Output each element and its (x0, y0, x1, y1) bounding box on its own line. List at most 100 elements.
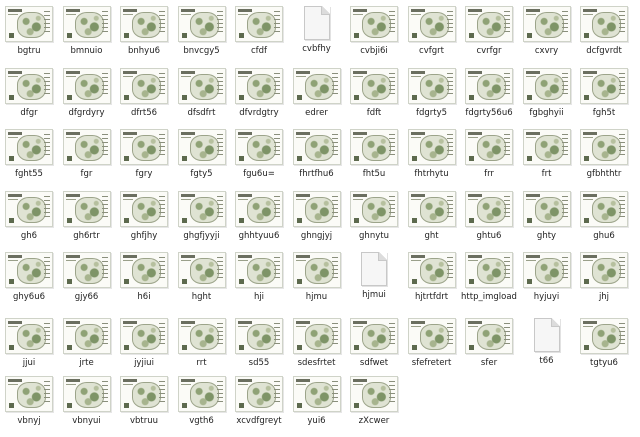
document-file-icon (361, 252, 387, 286)
image-thumbnail-icon (465, 67, 513, 104)
file-item[interactable]: gh6 (0, 190, 58, 251)
file-item[interactable]: tgtyu6 (575, 317, 633, 378)
file-item[interactable]: hjmui (345, 252, 403, 312)
file-item[interactable]: edrer (288, 67, 346, 128)
file-item[interactable]: hjmu (288, 252, 346, 312)
file-item[interactable]: ghu6 (575, 190, 633, 251)
image-thumbnail-icon (522, 6, 571, 42)
file-name-label: bnhyu6 (128, 46, 160, 56)
file-item[interactable]: dfgrdyry (58, 67, 116, 128)
file-item[interactable]: zXcwer (345, 376, 403, 436)
file-item[interactable]: t66 (518, 317, 576, 378)
file-item[interactable]: dfvrdgtry (230, 67, 288, 128)
file-item[interactable]: fhtrhytu (403, 129, 461, 189)
file-name-label: dfrt56 (130, 107, 158, 118)
file-name-label: hjmu (305, 292, 328, 302)
file-item[interactable]: fdgrty56u6 (460, 67, 518, 128)
file-item[interactable]: yui6 (288, 376, 346, 436)
file-item[interactable]: vbnyj (0, 376, 58, 436)
file-name-label: fgty5 (190, 169, 213, 179)
file-item[interactable]: sdesfrtet (288, 317, 346, 378)
file-item[interactable]: dfgr (0, 67, 58, 128)
file-item[interactable]: cfdf (230, 6, 288, 66)
file-item[interactable]: fdft (345, 67, 403, 128)
file-item[interactable]: cvrfgr (460, 6, 518, 66)
file-name-label: jhj (598, 292, 610, 302)
file-item[interactable]: hjtrtfdrt (403, 252, 461, 312)
file-item[interactable]: vgth6 (173, 376, 231, 436)
file-name-label: cxvry (534, 46, 559, 56)
image-thumbnail-icon (235, 67, 283, 104)
file-item[interactable]: sdfwet (345, 317, 403, 378)
file-item[interactable]: ght (403, 190, 461, 251)
image-thumbnail-icon (235, 252, 283, 288)
file-item[interactable]: gfbhthtr (575, 129, 633, 189)
file-name-label: vbnyj (17, 416, 41, 426)
image-thumbnail-icon (62, 129, 111, 165)
file-item[interactable]: cvbji6i (345, 6, 403, 66)
file-item[interactable]: sd55 (230, 317, 288, 378)
file-item[interactable]: fgr (58, 129, 116, 189)
file-item[interactable]: fgbghyii (518, 67, 576, 128)
file-item[interactable]: hght (173, 252, 231, 312)
file-item[interactable]: hyjuyi (518, 252, 576, 312)
file-item[interactable]: http_imgload (460, 252, 518, 312)
image-thumbnail-icon (350, 376, 398, 412)
file-item[interactable]: jyjiui (115, 317, 173, 378)
file-item[interactable]: fgry (115, 129, 173, 189)
file-item[interactable]: sfer (460, 317, 518, 378)
file-item[interactable]: ghty (518, 190, 576, 251)
file-item[interactable]: fhrtfhu6 (288, 129, 346, 189)
file-item[interactable]: fht5u (345, 129, 403, 189)
file-item[interactable]: rrt (173, 317, 231, 378)
document-file-icon (303, 6, 330, 40)
file-item[interactable]: xcvdfgreyt (230, 376, 288, 436)
image-thumbnail-icon (292, 317, 341, 354)
file-item[interactable]: ghgfjyyji (173, 190, 231, 251)
file-item[interactable]: sfefretert (403, 317, 461, 378)
file-item[interactable]: ghngjyj (288, 190, 346, 251)
file-item[interactable]: ghy6u6 (0, 252, 58, 312)
file-item[interactable]: fght55 (0, 129, 58, 189)
file-name-label: ght (424, 230, 439, 241)
file-item[interactable]: cvbfhy (288, 6, 346, 66)
file-item[interactable]: gjy66 (58, 252, 116, 312)
file-item[interactable]: bnhyu6 (115, 6, 173, 66)
file-name-label: dcfgvrdt (586, 46, 622, 56)
file-item[interactable]: fgu6u= (230, 129, 288, 189)
file-item[interactable]: dfsdfrt (173, 67, 231, 128)
file-name-label: gh6rtr (73, 230, 100, 241)
file-item[interactable]: jrte (58, 317, 116, 378)
file-item[interactable]: bnvcgy5 (173, 6, 231, 66)
file-name-label: dfgrdyry (68, 107, 105, 118)
file-item[interactable]: gh6rtr (58, 190, 116, 251)
file-name-label: ghty (536, 230, 557, 241)
file-item[interactable]: hji (230, 252, 288, 312)
file-item[interactable]: ghhtyuu6 (230, 190, 288, 251)
file-item[interactable]: jjui (0, 317, 58, 378)
file-item[interactable]: bmnuio (58, 6, 116, 66)
file-item[interactable]: dfrt56 (115, 67, 173, 128)
file-item[interactable]: ghnytu (345, 190, 403, 251)
file-item[interactable]: cxvry (518, 6, 576, 66)
file-item[interactable]: ghfjhy (115, 190, 173, 251)
file-item[interactable]: dcfgvrdt (575, 6, 633, 66)
image-thumbnail-icon (580, 252, 628, 288)
image-thumbnail-icon (465, 252, 513, 288)
file-name-label: dfvrdgtry (239, 107, 279, 118)
file-item[interactable]: vbnyui (58, 376, 116, 436)
file-item[interactable]: cvfgrt (403, 6, 461, 66)
file-item[interactable]: vbtruu (115, 376, 173, 436)
file-item[interactable]: ghtu6 (460, 190, 518, 251)
file-name-label: zXcwer (358, 416, 390, 426)
file-item[interactable]: bgtru (0, 6, 58, 66)
file-item[interactable]: frr (460, 129, 518, 189)
file-name-label: gfbhthtr (586, 169, 622, 179)
file-name-label: vbnyui (72, 416, 101, 426)
file-item[interactable]: fgty5 (173, 129, 231, 189)
file-item[interactable]: frt (518, 129, 576, 189)
file-item[interactable]: fgh5t (575, 67, 633, 128)
file-item[interactable]: fdgrty5 (403, 67, 461, 128)
file-item[interactable]: h6i (115, 252, 173, 312)
file-item[interactable]: jhj (575, 252, 633, 312)
